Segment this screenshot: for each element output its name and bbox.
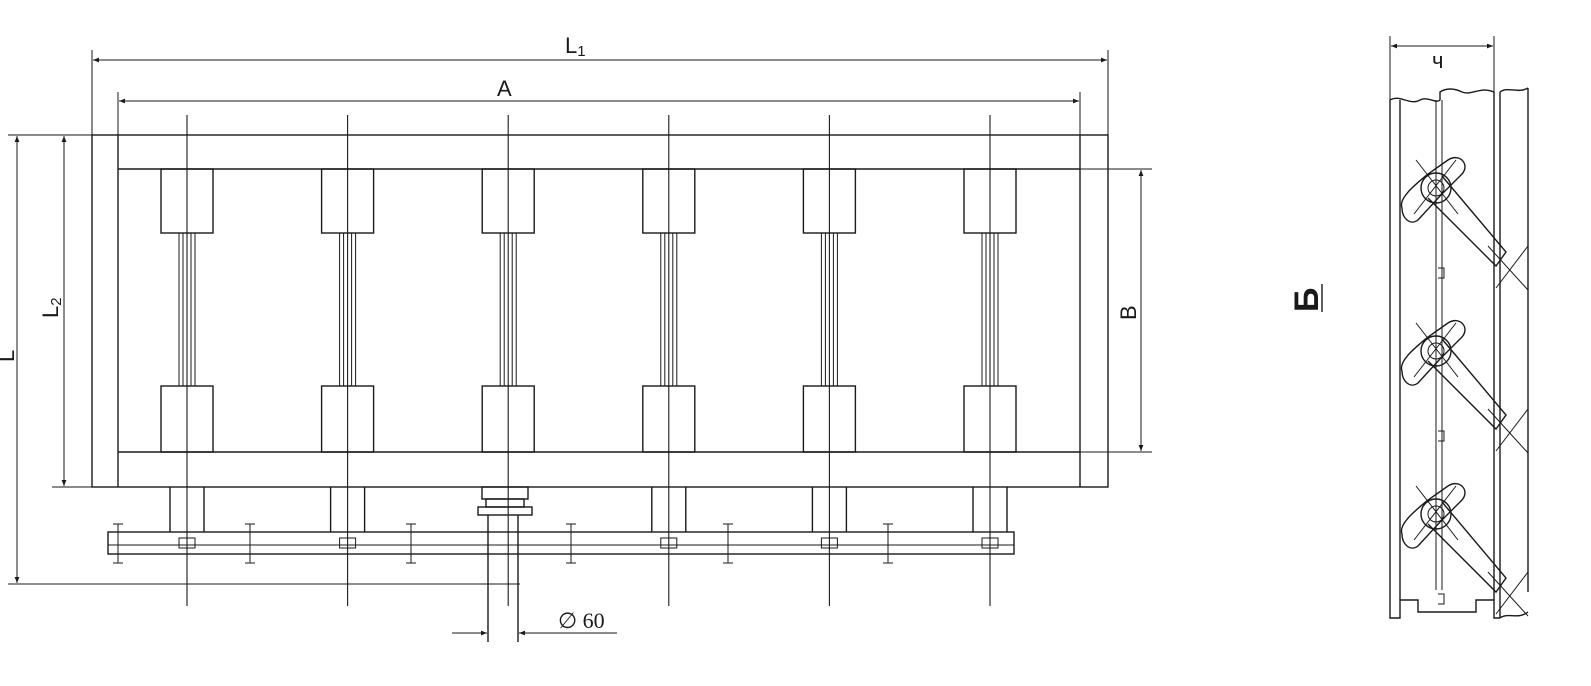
blade-support [811, 487, 848, 549]
side-view: ч Б [1288, 36, 1529, 619]
blade-support [329, 487, 366, 549]
dim-label-l1: L1 [565, 33, 586, 60]
blade-support [972, 487, 1008, 549]
blade [963, 115, 1017, 606]
handle-lever [1400, 483, 1466, 549]
blade-top-bracket [160, 168, 214, 234]
pivot-circle [1420, 335, 1452, 367]
linkage-pin [883, 523, 893, 564]
blade [802, 115, 857, 606]
blade-top-bracket [642, 168, 696, 234]
front-view [91, 115, 1109, 642]
linkage-pin [723, 523, 733, 564]
blade-arm [1427, 338, 1507, 431]
blade-support [651, 487, 687, 549]
side-arm-group [1400, 157, 1529, 617]
linkage-ticks [113, 523, 893, 564]
linkage-assembly [107, 486, 1015, 642]
dim-label-b: B [1116, 305, 1141, 320]
blade-bottom-bracket [481, 385, 535, 453]
dim-label-l: L [0, 350, 19, 362]
pivot-circle [1420, 498, 1452, 530]
blade-arm [1427, 175, 1507, 268]
blade [320, 115, 375, 606]
blade-top-bracket [963, 168, 1017, 234]
blade-bottom-bracket [963, 385, 1017, 453]
linkage-pin [245, 523, 255, 564]
blade-top-bracket [320, 168, 375, 234]
handle-lever [1400, 157, 1466, 223]
side-arm [1400, 320, 1529, 454]
blade-group [160, 115, 1017, 606]
dimensions: L1 A L L2 B ∅ 60 [0, 33, 1152, 636]
blade [481, 115, 535, 606]
blade [160, 115, 214, 606]
blade-bottom-bracket [160, 385, 214, 453]
side-arm [1400, 483, 1529, 617]
side-dim-label: ч [1432, 48, 1443, 73]
blade-support [169, 487, 205, 549]
blade-bottom-bracket [320, 385, 375, 453]
pivot-circle [1420, 172, 1452, 204]
dim-label-diameter: ∅ 60 [558, 608, 605, 633]
drive-shaft [477, 486, 533, 642]
side-arm [1400, 157, 1529, 291]
blade-arm [1427, 501, 1507, 594]
linkage-pin [113, 523, 123, 564]
dim-label-l2: L2 [38, 297, 65, 318]
blade-top-bracket [802, 168, 857, 234]
linkage-pin [566, 523, 576, 564]
outer-frame [91, 134, 1109, 488]
blade [642, 115, 696, 606]
view-label: Б [1288, 288, 1326, 312]
dim-label-a: A [497, 76, 512, 101]
blade-top-bracket [481, 168, 535, 234]
linkage-bar [107, 531, 1015, 555]
blade-bottom-bracket [802, 385, 857, 453]
blade-supports [169, 487, 1008, 549]
linkage-pin [406, 523, 416, 564]
blade-bottom-bracket [642, 385, 696, 453]
handle-lever [1400, 320, 1466, 386]
